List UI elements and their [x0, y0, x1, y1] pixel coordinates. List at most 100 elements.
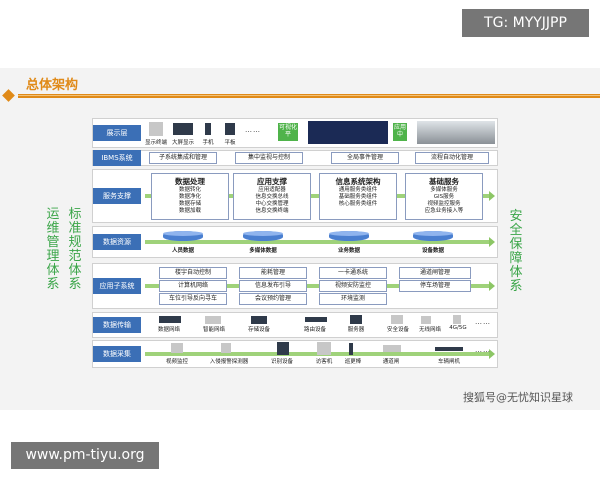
- service-box-line: 信息交换终端: [234, 208, 310, 215]
- app-pill: 停车场管理: [399, 280, 471, 292]
- flow-arrow-icon: [489, 191, 495, 201]
- router-icon: [305, 317, 327, 322]
- database-icon: [329, 231, 369, 241]
- layer-resources: 数据资源 人员数据 多媒体数据 业务数据 设备数据: [92, 226, 498, 258]
- database-icon: [243, 231, 283, 241]
- side-label-ops: 运维管理体系: [46, 208, 60, 292]
- app-pill: 环境监测: [319, 293, 387, 305]
- storage-icon: [251, 316, 267, 324]
- service-box-line: 数据转化: [152, 187, 228, 194]
- app-pill: 一卡通系统: [319, 267, 387, 279]
- database-icon: [413, 231, 453, 241]
- service-box-basic-services: 基础服务 多媒体服务 GIS服务 视频监控服务 应急业务接入等: [405, 173, 483, 220]
- transport-label: 安全设备: [381, 325, 415, 333]
- service-box-line: 中心交换管理: [234, 201, 310, 208]
- service-box-title: 信息系统架构: [320, 176, 396, 187]
- watermark-top: TG: MYYJJPP: [462, 9, 589, 37]
- transport-label: 路由设备: [297, 325, 333, 333]
- ibms-pill: 全局事件管理: [331, 152, 399, 164]
- display-item-label: 平板: [219, 138, 241, 146]
- collection-label: 入侵报警探测器: [205, 357, 253, 365]
- service-box-info-arch: 信息系统架构 通用服务类组件 基础服务类组件 核心服务类组件: [319, 173, 397, 220]
- transport-label: 存储设备: [241, 325, 277, 333]
- app-pill: 楼宇自动控制: [159, 267, 227, 279]
- service-box-line: 应用适配器: [234, 187, 310, 194]
- wifi-icon: [421, 316, 431, 324]
- service-box-title: 数据处理: [152, 176, 228, 187]
- display-terminal-icon: [149, 122, 163, 136]
- command-center-image: [308, 121, 388, 144]
- page-title: 总体架构: [26, 74, 78, 93]
- service-box-line: 多媒体服务: [406, 187, 482, 194]
- side-label-standards: 标准规范体系: [68, 208, 82, 292]
- app-pill: 会议预约管理: [239, 293, 307, 305]
- layer-tab-apps: 应用子系统: [93, 278, 141, 294]
- transport-label: 4G/5G: [447, 325, 469, 331]
- service-box-line: 视频监控服务: [406, 201, 482, 208]
- transport-more: ……: [475, 318, 491, 326]
- patrol-stick-icon: [349, 343, 353, 355]
- smart-network-icon: [205, 316, 221, 324]
- collection-label: 视频监控: [159, 357, 195, 365]
- app-pill: 车位引导反向寻车: [159, 293, 227, 305]
- layer-transport: 数据传输 数据网络 智能网络 存储设备 路由设备 服务器 安全设备 无线网络 4…: [92, 312, 498, 338]
- phone-icon: [205, 123, 211, 135]
- service-box-data-processing: 数据处理 数据转化 数据净化 数据存储 数据加载: [151, 173, 229, 220]
- display-item-label: 显示终端: [143, 138, 169, 146]
- big-screen-icon: [173, 123, 193, 135]
- service-box-line: 基础服务类组件: [320, 194, 396, 201]
- network-switch-icon: [159, 316, 181, 323]
- ibms-pill: 集中监视与控制: [235, 152, 303, 164]
- resource-label: 多媒体数据: [241, 246, 285, 254]
- service-box-line: 信息交换总线: [234, 194, 310, 201]
- flow-arrow-icon: [489, 237, 495, 247]
- transport-label: 数据网络: [151, 325, 187, 333]
- layer-tab-resources: 数据资源: [93, 234, 141, 250]
- app-pill: 计算机网络: [159, 280, 227, 292]
- service-box-line: GIS服务: [406, 194, 482, 201]
- service-box-line: 数据加载: [152, 208, 228, 215]
- recognition-device-icon: [277, 342, 289, 355]
- application-tag: 应用中: [393, 123, 407, 141]
- layer-tab-display: 展示层: [93, 125, 141, 141]
- layer-tab-ibms: IBMS系统: [93, 150, 141, 166]
- detector-icon: [221, 343, 231, 353]
- display-more: ……: [245, 126, 261, 134]
- turnstile-icon: [383, 345, 401, 352]
- tablet-icon: [225, 123, 235, 135]
- vehicle-barrier-icon: [435, 347, 463, 351]
- transport-label: 服务器: [341, 325, 371, 333]
- cellular-icon: [453, 315, 461, 324]
- visitor-kiosk-icon: [317, 342, 331, 355]
- service-box-line: 核心服务类组件: [320, 201, 396, 208]
- app-pill: 能耗管理: [239, 267, 307, 279]
- resource-label: 业务数据: [329, 246, 369, 254]
- layer-collection: 数据采集 视频监控 入侵报警探测器 识别设备 访客机 巡更棒 通道闸 车辆闸机 …: [92, 340, 498, 368]
- transport-label: 无线网络: [415, 325, 445, 333]
- service-box-line: 数据净化: [152, 194, 228, 201]
- layer-tab-collection: 数据采集: [93, 346, 141, 362]
- source-credit: 搜狐号@无忧知识星球: [463, 389, 573, 405]
- layer-service: 服务支撑 数据处理 数据转化 数据净化 数据存储 数据加载 应用支撑 应用适配器…: [92, 169, 498, 223]
- service-box-line: 通用服务类组件: [320, 187, 396, 194]
- layer-apps: 应用子系统 楼宇自动控制 能耗管理 一卡通系统 通道闸管理 计算机网络 信息发布…: [92, 263, 498, 309]
- title-underline: [18, 94, 600, 98]
- display-item-label: 手机: [197, 138, 219, 146]
- ibms-pill: 流程自动化管理: [415, 152, 489, 164]
- security-device-icon: [391, 315, 403, 324]
- service-box-app-support: 应用支撑 应用适配器 信息交换总线 中心交换管理 信息交换终端: [233, 173, 311, 220]
- collection-label: 车辆闸机: [431, 357, 467, 365]
- control-room-image: [417, 121, 495, 144]
- layer-tab-service: 服务支撑: [93, 188, 141, 204]
- collection-more: ……: [475, 346, 491, 354]
- layer-tab-transport: 数据传输: [93, 317, 141, 333]
- server-icon: [350, 315, 362, 324]
- transport-label: 智能网络: [197, 325, 231, 333]
- flow-arrow-icon: [489, 281, 495, 291]
- app-pill: 通道闸管理: [399, 267, 471, 279]
- side-label-security: 安全保障体系: [509, 210, 523, 294]
- service-box-title: 基础服务: [406, 176, 482, 187]
- display-item-label: 大屏显示: [169, 138, 197, 146]
- resource-label: 设备数据: [413, 246, 453, 254]
- database-icon: [163, 231, 203, 241]
